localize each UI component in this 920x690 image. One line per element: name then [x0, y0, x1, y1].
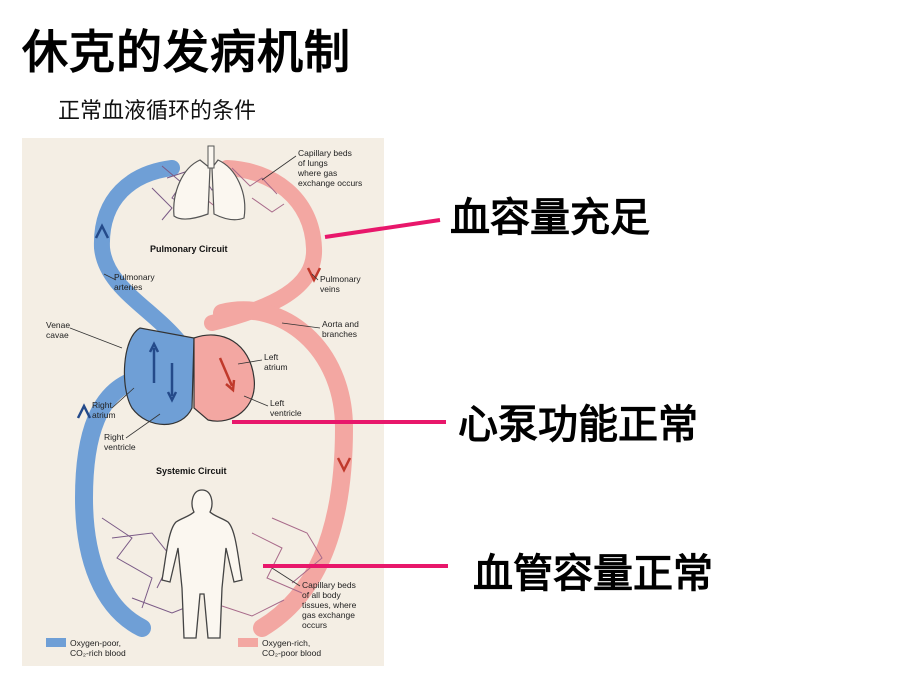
- label-pulmonary-arteries-1: Pulmonary: [114, 272, 155, 282]
- label-venae-cavae-2: cavae: [46, 330, 69, 340]
- label-pulmonary-veins-2: veins: [320, 284, 340, 294]
- label-leaders: [69, 155, 321, 587]
- label-body-capillaries-2: of all body: [302, 590, 341, 600]
- label-lung-capillaries-1: Capillary beds: [298, 148, 352, 158]
- right-heart: [123, 327, 195, 426]
- label-right-atrium-2: atrium: [92, 410, 116, 420]
- label-left-atrium-1: Left: [264, 352, 279, 362]
- label-left-ventricle-1: Left: [270, 398, 285, 408]
- human-body-silhouette: [161, 489, 243, 639]
- label-body-capillaries-4: gas exchange: [302, 610, 355, 620]
- condition-heart-pump: 心泵功能正常: [458, 402, 698, 448]
- legend-oxygen-rich-1: Oxygen-rich,: [262, 638, 310, 648]
- circulation-diagram: Pulmonary Circuit Systemic Circuit Capil…: [22, 138, 384, 666]
- legend-oxygen-poor-swatch: [46, 638, 66, 647]
- label-left-atrium-2: atrium: [264, 362, 288, 372]
- label-pulmonary-veins-1: Pulmonary: [320, 274, 361, 284]
- aorta-vessel: [213, 301, 354, 637]
- condition-vascular-volume: 血管容量正常: [473, 551, 713, 597]
- slide-subtitle: 正常血液循环的条件: [58, 99, 257, 124]
- label-lung-capillaries-2: of lungs: [298, 158, 328, 168]
- condition-blood-volume: 血容量充足: [450, 195, 650, 241]
- body-capillary-bed: [101, 517, 323, 617]
- label-right-ventricle-2: ventricle: [104, 442, 136, 452]
- systemic-circuit-title: Systemic Circuit: [156, 466, 227, 476]
- label-pulmonary-arteries-2: arteries: [114, 282, 142, 292]
- label-left-ventricle-2: ventricle: [270, 408, 302, 418]
- label-lung-capillaries-4: exchange occurs: [298, 178, 362, 188]
- slide-title: 休克的发病机制: [22, 25, 351, 79]
- label-body-capillaries-3: tissues, where: [302, 600, 357, 610]
- label-venae-cavae-1: Venae: [46, 320, 70, 330]
- legend-oxygen-poor-2: CO₂-rich blood: [70, 648, 126, 658]
- trachea: [207, 145, 215, 169]
- venae-cavae-vessel: [74, 369, 151, 637]
- heart: [123, 327, 255, 426]
- label-body-capillaries-5: occurs: [302, 620, 327, 630]
- left-lung: [173, 159, 211, 220]
- label-aorta-1: Aorta and: [322, 319, 359, 329]
- legend-oxygen-poor-1: Oxygen-poor,: [70, 638, 121, 648]
- label-body-capillaries-1: Capillary beds: [302, 580, 356, 590]
- label-right-ventricle-1: Right: [104, 432, 124, 442]
- pulmonary-circuit-title: Pulmonary Circuit: [150, 244, 228, 254]
- label-lung-capillaries-3: where gas: [297, 168, 337, 178]
- right-lung: [211, 159, 246, 221]
- label-aorta-2: branches: [322, 329, 357, 339]
- legend-oxygen-rich-2: CO₂-poor blood: [262, 648, 321, 658]
- legend-oxygen-rich-swatch: [238, 638, 258, 647]
- label-right-atrium-1: Right: [92, 400, 112, 410]
- pulmonary-artery-vessel: [93, 160, 188, 351]
- left-heart: [193, 334, 255, 422]
